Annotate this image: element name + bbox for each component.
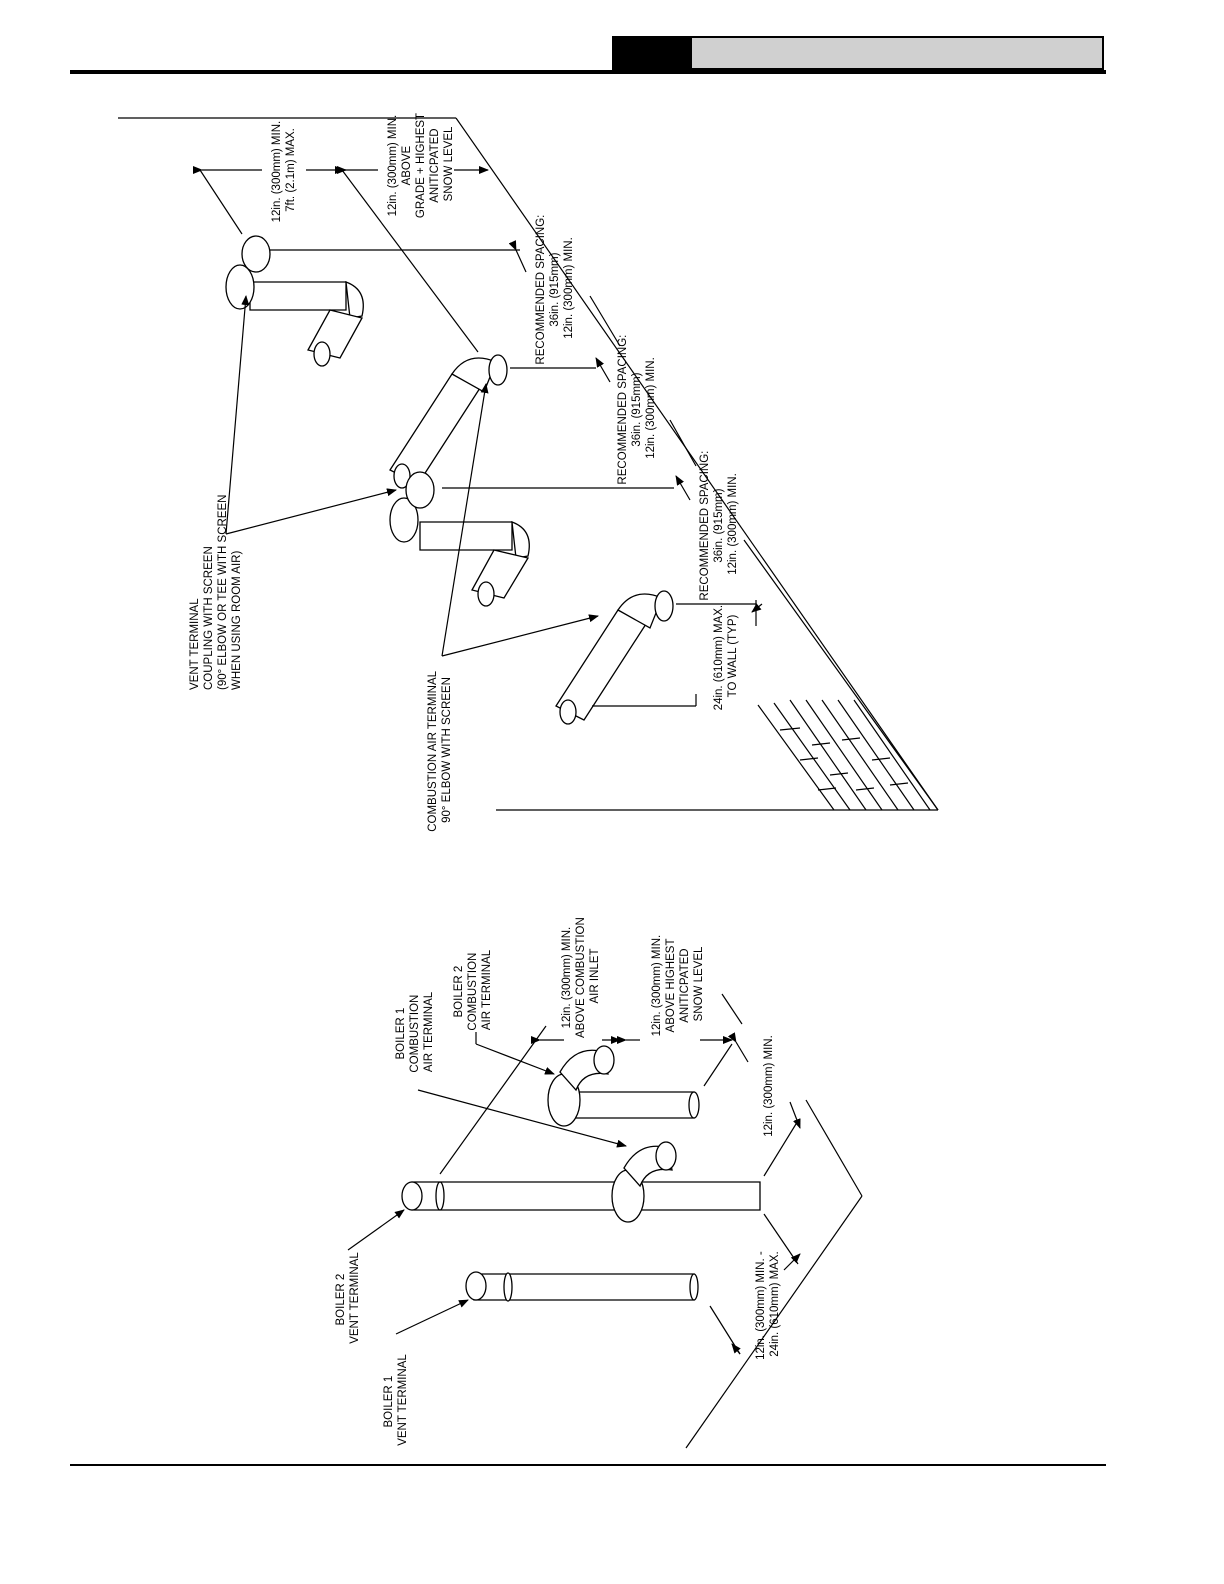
combustion-air-terminal-1 <box>389 354 596 489</box>
bottom-leader-lines <box>347 1032 627 1335</box>
header-black-tab <box>612 36 690 70</box>
top-dimension-lines <box>193 166 763 706</box>
boiler1-vent-pipe <box>465 1271 699 1302</box>
page-header <box>0 0 1224 80</box>
boiler1-combustion-elbow <box>611 1141 677 1223</box>
combustion-air-terminal-2 <box>555 590 756 725</box>
spacing-label-3: RECOMMENDED SPACING: 36in. (915mm) 12in.… <box>699 447 739 600</box>
between-vents-dimension: 12in. (300mm) MIN. - 24in. (610mm) MAX. <box>755 1248 781 1360</box>
top-diagram: VENT TERMINAL COUPLING WITH SCREEN (90° … <box>118 110 939 832</box>
above-combustion-dimension: 12in. (300mm) MIN. ABOVE COMBUSTION AIR … <box>561 914 601 1038</box>
boiler2-combustion-pipe <box>547 1045 700 1127</box>
min-dimension: 12in. (300mm) MIN. <box>763 1035 775 1137</box>
spacing-label-2: RECOMMENDED SPACING: 36in. (915mm) 12in.… <box>617 331 657 484</box>
above-snow-dimension: 12in. (300mm) MIN. ABOVE HIGHEST ANITICP… <box>651 932 705 1037</box>
footer-rule <box>70 1464 1106 1466</box>
top-leader-lines <box>225 295 599 657</box>
vent-terminal-2 <box>389 471 674 607</box>
to-wall-dimension: 24in. (610mm) MAX. TO WALL (TYP) <box>713 602 739 711</box>
bottom-dimension-lines <box>531 1032 801 1355</box>
bottom-diagram: BOILER 1 COMBUSTION AIR TERMINAL BOILER … <box>335 914 863 1449</box>
top-wall-outline <box>118 117 939 811</box>
bottom-outline <box>439 993 863 1449</box>
vent-height-dimension: 12in. (300mm) MIN. 7ft. (2.1m) MAX. <box>271 118 297 223</box>
boiler2-vent-pipe <box>401 1181 761 1211</box>
vent-terminal-1 <box>225 235 520 367</box>
vent-terminal-label: VENT TERMINAL COUPLING WITH SCREEN (90° … <box>189 491 243 690</box>
boiler2-vent-label: BOILER 2 VENT TERMINAL <box>335 1252 361 1344</box>
combustion-air-terminal-label: COMBUSTION AIR TERMINAL 90° ELBOW WITH S… <box>427 668 453 832</box>
header-gray-bar <box>690 36 1104 70</box>
boiler2-combustion-label: BOILER 2 COMBUSTION AIR TERMINAL <box>453 949 493 1030</box>
brick-hatch <box>757 699 931 811</box>
spacing-label-1: RECOMMENDED SPACING: 36in. (915mm) 12in.… <box>535 211 575 364</box>
boiler1-vent-label: BOILER 1 VENT TERMINAL <box>383 1354 409 1446</box>
boiler1-combustion-label: BOILER 1 COMBUSTION AIR TERMINAL <box>395 991 435 1072</box>
header-rule <box>70 70 1106 74</box>
above-grade-dimension: 12in. (300mm) MIN. ABOVE GRADE + HIGHEST… <box>387 110 455 218</box>
